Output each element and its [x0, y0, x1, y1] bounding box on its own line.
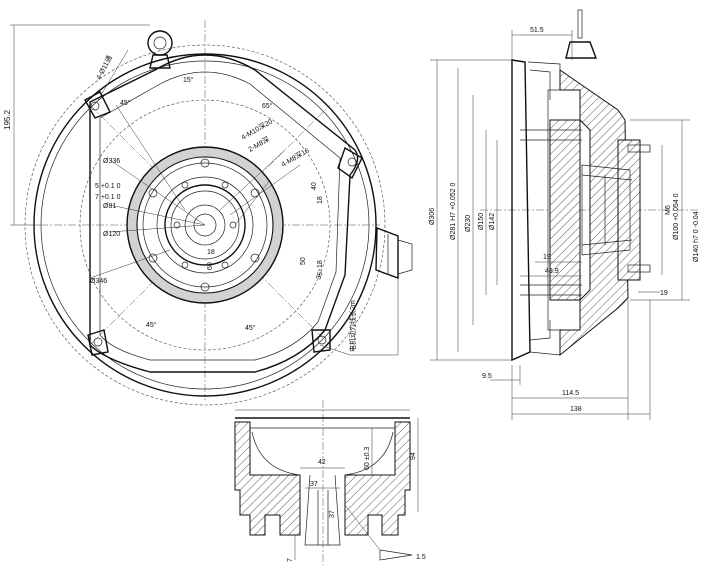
- label-d120: Ø120: [103, 231, 120, 238]
- label-angle-15: 15°: [183, 76, 194, 84]
- label-angle-35: 35°: [314, 268, 325, 281]
- label-18a: 18: [317, 196, 324, 204]
- hub-section-left: [234, 421, 301, 536]
- label-angle-45-bl: 45°: [146, 321, 157, 329]
- bolt-holes: [148, 158, 260, 292]
- dim-m6: M6: [665, 205, 672, 215]
- label-5-tol: 5 +0.1 0: [95, 183, 121, 190]
- label-18c: 18: [207, 249, 215, 256]
- label-d336: Ø336: [103, 158, 120, 165]
- front-flange-outline: [89, 54, 359, 373]
- roughness-1-5: 1.5: [416, 554, 426, 561]
- dim-d281: Ø281 H7 +0.052 0: [450, 182, 457, 240]
- lifting-lugs: [84, 91, 363, 356]
- dim-d140: Ø140 h7 0 -0.04: [693, 211, 700, 262]
- dim-d150: Ø150: [478, 213, 485, 230]
- label-angle-45-br: 45°: [245, 324, 256, 332]
- dim-7: 7: [287, 558, 294, 562]
- dim-d230: Ø230: [465, 215, 472, 232]
- dim-42: 42: [318, 459, 326, 466]
- label-d81: Ø81: [103, 203, 116, 210]
- dim-60: 60 ±0.3: [364, 447, 371, 470]
- dim-114-5: 114.5: [562, 390, 579, 397]
- label-60: 60: [207, 262, 214, 270]
- dim-19a: 19: [543, 254, 551, 261]
- dim-9-5: 9.5: [482, 373, 492, 380]
- label-angle-65: 65°: [262, 102, 273, 110]
- dim-d142: Ø142: [489, 213, 496, 230]
- label-40: 40: [311, 182, 318, 190]
- label-m8b: 4-M8深16: [280, 146, 311, 169]
- dim-d100: Ø100 +0.054 0: [673, 193, 680, 240]
- dim-37b: 37: [329, 510, 336, 518]
- dim-48-9: 48.9: [545, 268, 559, 275]
- dim-d306: Ø306: [429, 208, 436, 225]
- eye-bolt: [147, 30, 173, 69]
- side-view: 51.5 Ø100 +0.054 0 M6 Ø140 h7 0: [429, 9, 700, 420]
- label-d346: Ø346: [90, 278, 107, 285]
- dim-51-5: 51.5: [530, 27, 544, 34]
- label-cable-note: 电机动力线长2m: [348, 300, 357, 352]
- dim-195: 195.2: [3, 109, 12, 130]
- label-7-tol: 7 +0.1 0: [95, 194, 121, 201]
- dim-138: 138: [570, 406, 582, 413]
- dim-19b: 19: [660, 290, 668, 297]
- label-18b: 18: [317, 260, 324, 268]
- label-m10: 4-M10深20: [240, 117, 275, 142]
- label-50: 50: [300, 257, 307, 265]
- dim-94: 94: [410, 452, 417, 460]
- label-angle-45-top: 45°: [120, 99, 131, 107]
- cable-gland: [375, 226, 413, 355]
- label-lifting-holes: 4-Ø11通: [94, 54, 114, 81]
- front-view: 195.2 4-Ø11通 15° 45° 65° Ø336 Ø81 Ø120 Ø…: [3, 20, 413, 406]
- dim-37a: 37: [310, 481, 318, 488]
- section-view: 42 37 37 60 ±0.3 94 7 1.5: [234, 400, 426, 565]
- hub-section-right: [344, 421, 411, 536]
